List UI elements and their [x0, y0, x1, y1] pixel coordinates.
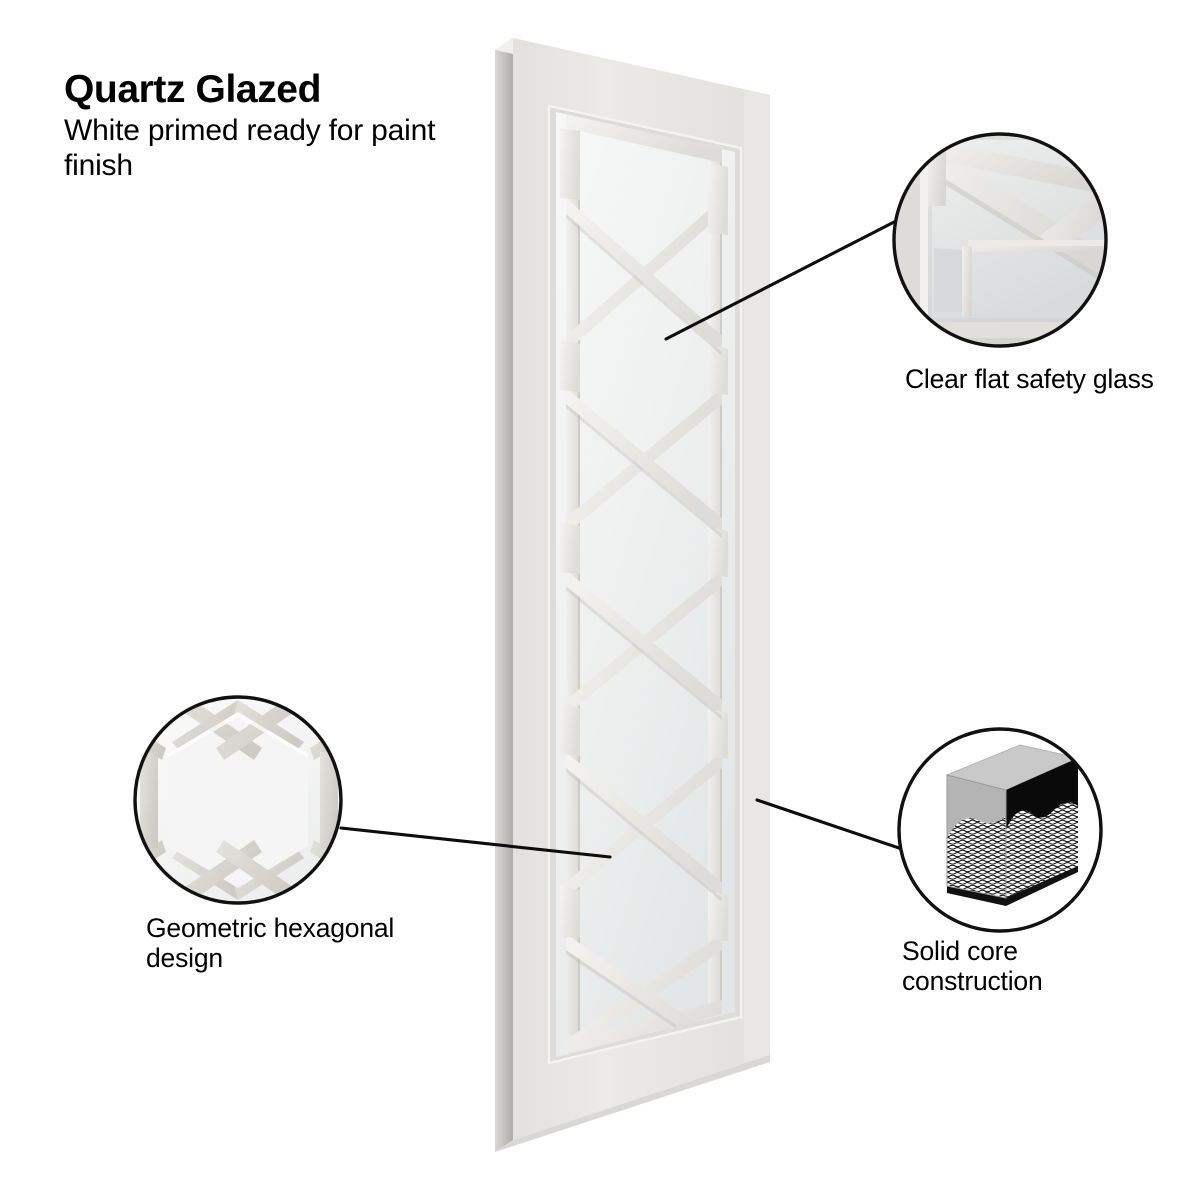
glazing-rebate-outline — [547, 104, 743, 1065]
solid-core-block-icon — [899, 729, 1101, 931]
callout-ring-hexagonal — [133, 695, 343, 905]
callout-label-glass: Clear flat safety glass — [905, 364, 1154, 394]
door-left-edge — [495, 38, 513, 1152]
leader-line-hexagonal — [339, 826, 612, 859]
glazing-diagonal — [566, 752, 722, 898]
hexagon-module-1 — [566, 198, 722, 352]
glazing-diagonal — [566, 388, 722, 534]
glazing-diagonal — [566, 198, 722, 352]
callout-label-hexagonal: Geometric hexagonal design — [146, 913, 395, 974]
glazing-diagonal — [566, 934, 722, 1056]
callout-ring-solid-core — [897, 727, 1103, 933]
glazing-bars-group — [560, 114, 728, 1057]
callout-ring-glass — [892, 132, 1108, 348]
page-title: Quartz Glazed — [64, 68, 322, 111]
page-subtitle: White primed ready for paint finish — [64, 113, 436, 182]
headline-block: Quartz Glazed White primed ready for pai… — [64, 70, 484, 183]
glazing-corner-detail-icon — [894, 134, 1106, 346]
callout-label-solid-core: Solid core construction — [902, 936, 1043, 997]
leader-line-solid-core — [755, 798, 901, 850]
glazing-rebate-inner — [556, 112, 735, 1057]
glazing-diagonal — [566, 570, 722, 716]
glazing-cross-connectors — [560, 128, 728, 941]
hexagon-module-4 — [566, 752, 722, 898]
glazing-rail-top — [566, 114, 722, 163]
hexagon-module-2 — [566, 388, 722, 534]
leader-line-glass — [664, 218, 900, 341]
door-bottom-edge — [495, 1055, 770, 1152]
hexagon-module-3 — [566, 570, 722, 716]
door-face-highlight — [744, 90, 770, 1063]
